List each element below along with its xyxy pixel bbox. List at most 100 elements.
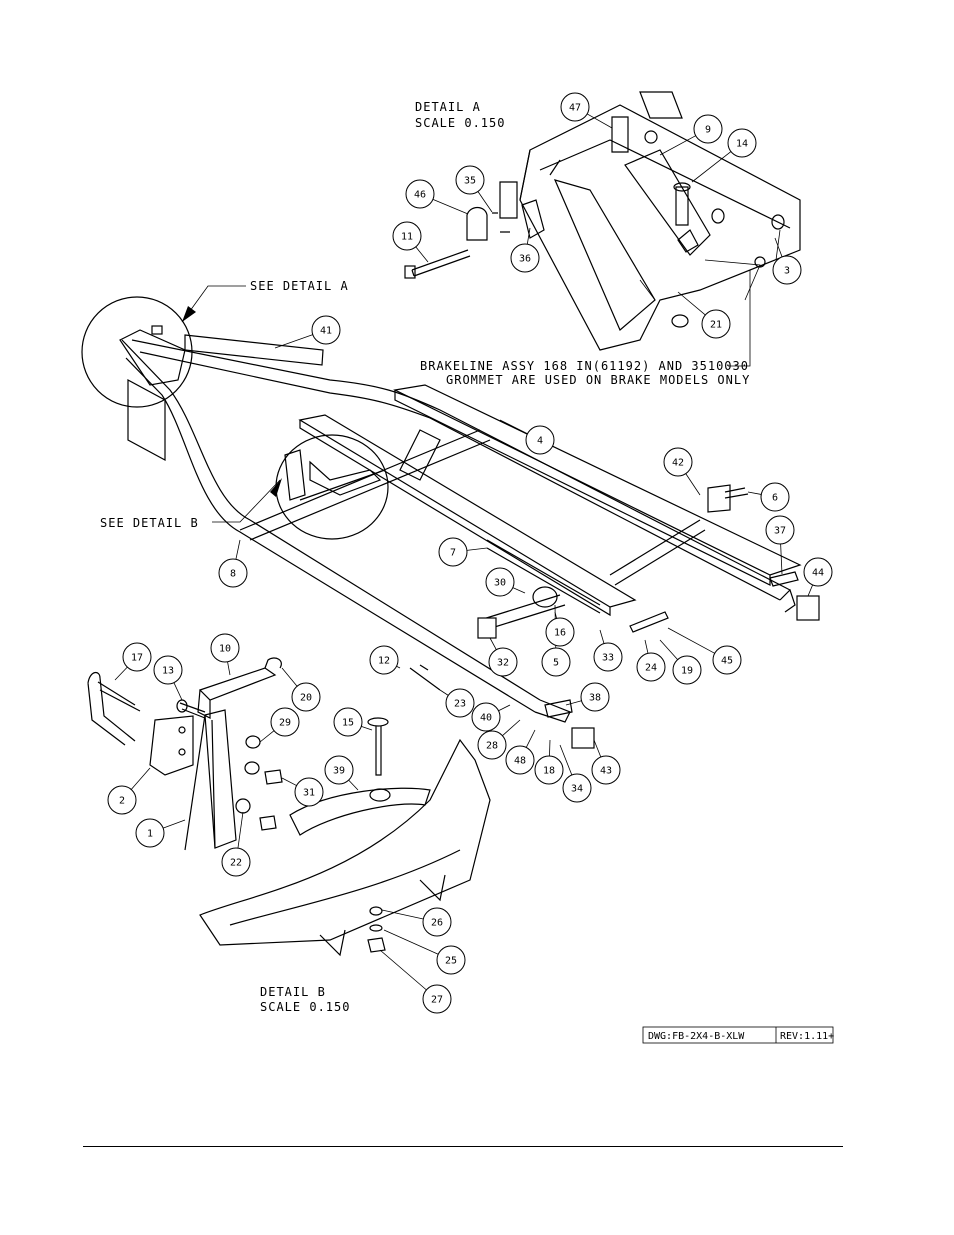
callout-number: 1: [147, 829, 153, 840]
see-detail-a-leader: [181, 285, 246, 323]
callout-number: 13: [162, 666, 174, 677]
callout-leader-46: [432, 199, 469, 215]
callout-leader-47: [586, 113, 613, 129]
callout-number: 21: [710, 320, 722, 331]
callout-31: 31: [294, 777, 324, 807]
callout-37: 37: [765, 515, 795, 545]
callout-leader-10: [227, 661, 231, 676]
callout-leader-18: [549, 739, 551, 757]
callout-leader-32: [489, 637, 497, 650]
callout-circle: [422, 984, 452, 1014]
callout-circle: [122, 642, 152, 672]
callout-number: 44: [812, 568, 824, 579]
callout-circle: [135, 818, 165, 848]
callout-16: 16: [545, 617, 575, 647]
callout-45: 45: [712, 645, 742, 675]
callout-12: 12: [369, 645, 399, 675]
callout-number: 31: [303, 788, 315, 799]
callout-47: 47: [560, 92, 590, 122]
callout-41: 41: [311, 315, 341, 345]
brake-note-line2: GROMMET ARE USED ON BRAKE MODELS ONLY: [446, 373, 750, 387]
callout-26: 26: [422, 907, 452, 937]
callout-number: 20: [300, 693, 312, 704]
callout-circle: [562, 773, 592, 803]
callout-number: 10: [219, 644, 231, 655]
callout-1: 1: [135, 818, 165, 848]
callout-leader-42: [685, 473, 701, 496]
callout-number: 40: [480, 713, 492, 724]
callout-circle: [593, 642, 623, 672]
callout-circle: [438, 537, 468, 567]
callout-number: 38: [589, 693, 601, 704]
callout-number: 12: [378, 656, 390, 667]
callout-number: 9: [705, 125, 711, 136]
callout-leader-20: [281, 667, 298, 687]
detail-b-parts: [87, 657, 491, 957]
callout-42: 42: [663, 447, 693, 477]
callout-leader-22: [237, 811, 244, 849]
callout-39: 39: [324, 755, 354, 785]
footer-rule: [83, 1146, 843, 1147]
callout-number: 17: [131, 653, 143, 664]
callout-leader-17: [114, 666, 128, 681]
callout-number: 47: [569, 103, 581, 114]
callout-22: 22: [221, 847, 251, 877]
callout-9: 9: [693, 114, 723, 144]
callout-leader-23: [439, 689, 449, 696]
trailer-frame: [119, 325, 820, 749]
callout-circle: [541, 647, 571, 677]
callout-number: 29: [279, 718, 291, 729]
callout-circle: [218, 558, 248, 588]
callout-17: 17: [122, 642, 152, 672]
callout-number: 2: [119, 796, 125, 807]
callout-number: 24: [645, 663, 657, 674]
callout-circle: [525, 425, 555, 455]
title-block-dwg: DWG:FB-2X4-B-XLW: [648, 1031, 745, 1042]
callout-46: 46: [405, 179, 435, 209]
callout-number: 19: [681, 666, 693, 677]
callout-leader-43: [593, 739, 602, 758]
callout-circle: [153, 655, 183, 685]
callout-leader-31: [281, 777, 297, 786]
callout-number: 27: [431, 995, 443, 1006]
callout-circle: [765, 515, 795, 545]
detail-a-title: DETAIL A: [415, 100, 481, 114]
callout-circle: [672, 655, 702, 685]
callout-25: 25: [436, 945, 466, 975]
callout-leader-27: [379, 949, 427, 991]
callout-leader-28: [502, 719, 521, 736]
callout-circle: [221, 847, 251, 877]
callout-leader-40: [498, 704, 511, 712]
callout-leader-21: [677, 291, 706, 316]
callout-leader-11: [415, 246, 429, 263]
callout-43: 43: [591, 755, 621, 785]
callout-5: 5: [541, 647, 571, 677]
callout-leader-35: [477, 191, 493, 213]
callout-leader-12: [396, 665, 401, 669]
callout-circle: [333, 707, 363, 737]
callout-leader-29: [259, 730, 275, 743]
callout-leader-38: [565, 700, 582, 706]
callout-circle: [455, 165, 485, 195]
callout-7: 7: [438, 537, 468, 567]
callout-circle: [760, 482, 790, 512]
callout-leader-8: [235, 539, 241, 560]
callout-number: 3: [784, 266, 790, 277]
callout-36: 36: [510, 243, 540, 273]
callout-40: 40: [471, 702, 501, 732]
see-detail-a-arrowhead: [182, 306, 196, 322]
callout-leader-3: [774, 237, 783, 258]
detail-a-scale: SCALE 0.150: [415, 116, 505, 130]
callout-23: 23: [445, 688, 475, 718]
callout-number: 23: [454, 699, 466, 710]
callout-18: 18: [534, 755, 564, 785]
callout-19: 19: [672, 655, 702, 685]
callout-20: 20: [291, 682, 321, 712]
callout-circle: [510, 243, 540, 273]
callout-21: 21: [701, 309, 731, 339]
callout-number: 7: [450, 548, 456, 559]
callout-circle: [485, 567, 515, 597]
callout-circle: [488, 647, 518, 677]
